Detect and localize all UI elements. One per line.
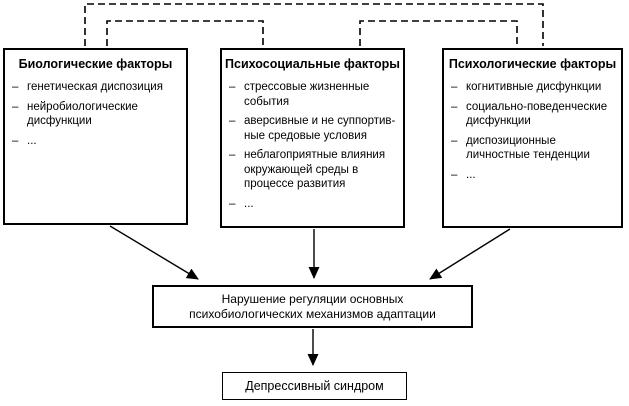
dash-bullet: – [451,134,458,147]
list-item-text: аверсивные и не суппортив­ные средовые у… [244,115,396,142]
dash-bullet: – [12,100,19,113]
depressive-syndrome-text: Депрессивный синдром [245,379,384,393]
list-item-text: ... [244,197,254,210]
psychological-factors-title: Психологические факторы [448,57,617,71]
list-item: – социально-поведенческие дисфункции [451,100,616,129]
dashed-link-middle-right [359,20,518,46]
psychosocial-factors-list: – стрессовые жизненные события – аверсив… [222,71,403,211]
list-item-text: диспозиционные личностные тенденции [466,134,590,162]
list-item-text: ... [466,168,476,181]
biological-factors-title: Биологические факторы [18,57,173,71]
dash-bullet: – [451,81,458,93]
list-item-text: неблагоприятные влияния окружающей среды… [244,149,386,190]
disruption-box: Нарушение регуляции основных психобиолог… [152,285,473,328]
list-item-text: стрессовые жизненные события [244,81,370,108]
list-item: – диспозиционные личностные тенденции [451,134,616,163]
arrow-biological-to-disruption [109,225,199,280]
dash-bullet: – [229,149,236,161]
dashed-link-left-middle [106,20,264,46]
list-item-text: социально-поведенческие дисфункции [466,100,608,128]
dash-bullet: – [451,168,458,181]
list-item: – нейробиологические дисфункции [12,100,181,129]
depressive-syndrome-box: Депрессивный синдром [222,372,407,400]
list-item-text: нейробиологические дисфункции [27,100,138,128]
list-item: – ... [12,134,181,149]
disruption-text: Нарушение регуляции основных психобиолог… [189,291,436,321]
dashed-link-outer [84,3,544,46]
list-item-text: ... [27,134,37,147]
psychosocial-factors-title: Психосоциальные факторы [225,57,400,71]
psychological-factors-box: Психологические факторы – когнитивные ди… [442,48,623,228]
psychosocial-factors-box: Психосоциальные факторы – стрессовые жиз… [220,48,405,228]
dash-bullet: – [451,100,458,113]
dash-bullet: – [12,134,19,147]
list-item: – когнитивные дисфункции [451,80,616,95]
biological-factors-box: Биологические факторы – генетическая дис… [3,48,188,225]
list-item: – стрессовые жизненные события [229,80,398,109]
arrow-psychological-to-disruption [429,228,511,280]
list-item: – ... [451,168,616,183]
list-item-text: генетическая диспозиция [27,81,163,93]
dash-bullet: – [229,115,236,127]
list-item-text: когнитивные дисфункции [466,81,602,93]
list-item: – ... [229,197,398,212]
psychological-factors-list: – когнитивные дисфункции – социально-пов… [444,71,621,182]
dash-bullet: – [229,81,236,93]
list-item: – неблагоприятные влияния окружающей сре… [229,148,398,192]
biological-factors-list: – генетическая диспозиция – нейробиологи… [5,71,186,148]
dash-bullet: – [12,81,19,93]
list-item: – генетическая диспозиция [12,80,181,95]
dash-bullet: – [229,197,236,210]
list-item: – аверсивные и не суппортив­ные средовые… [229,114,398,143]
